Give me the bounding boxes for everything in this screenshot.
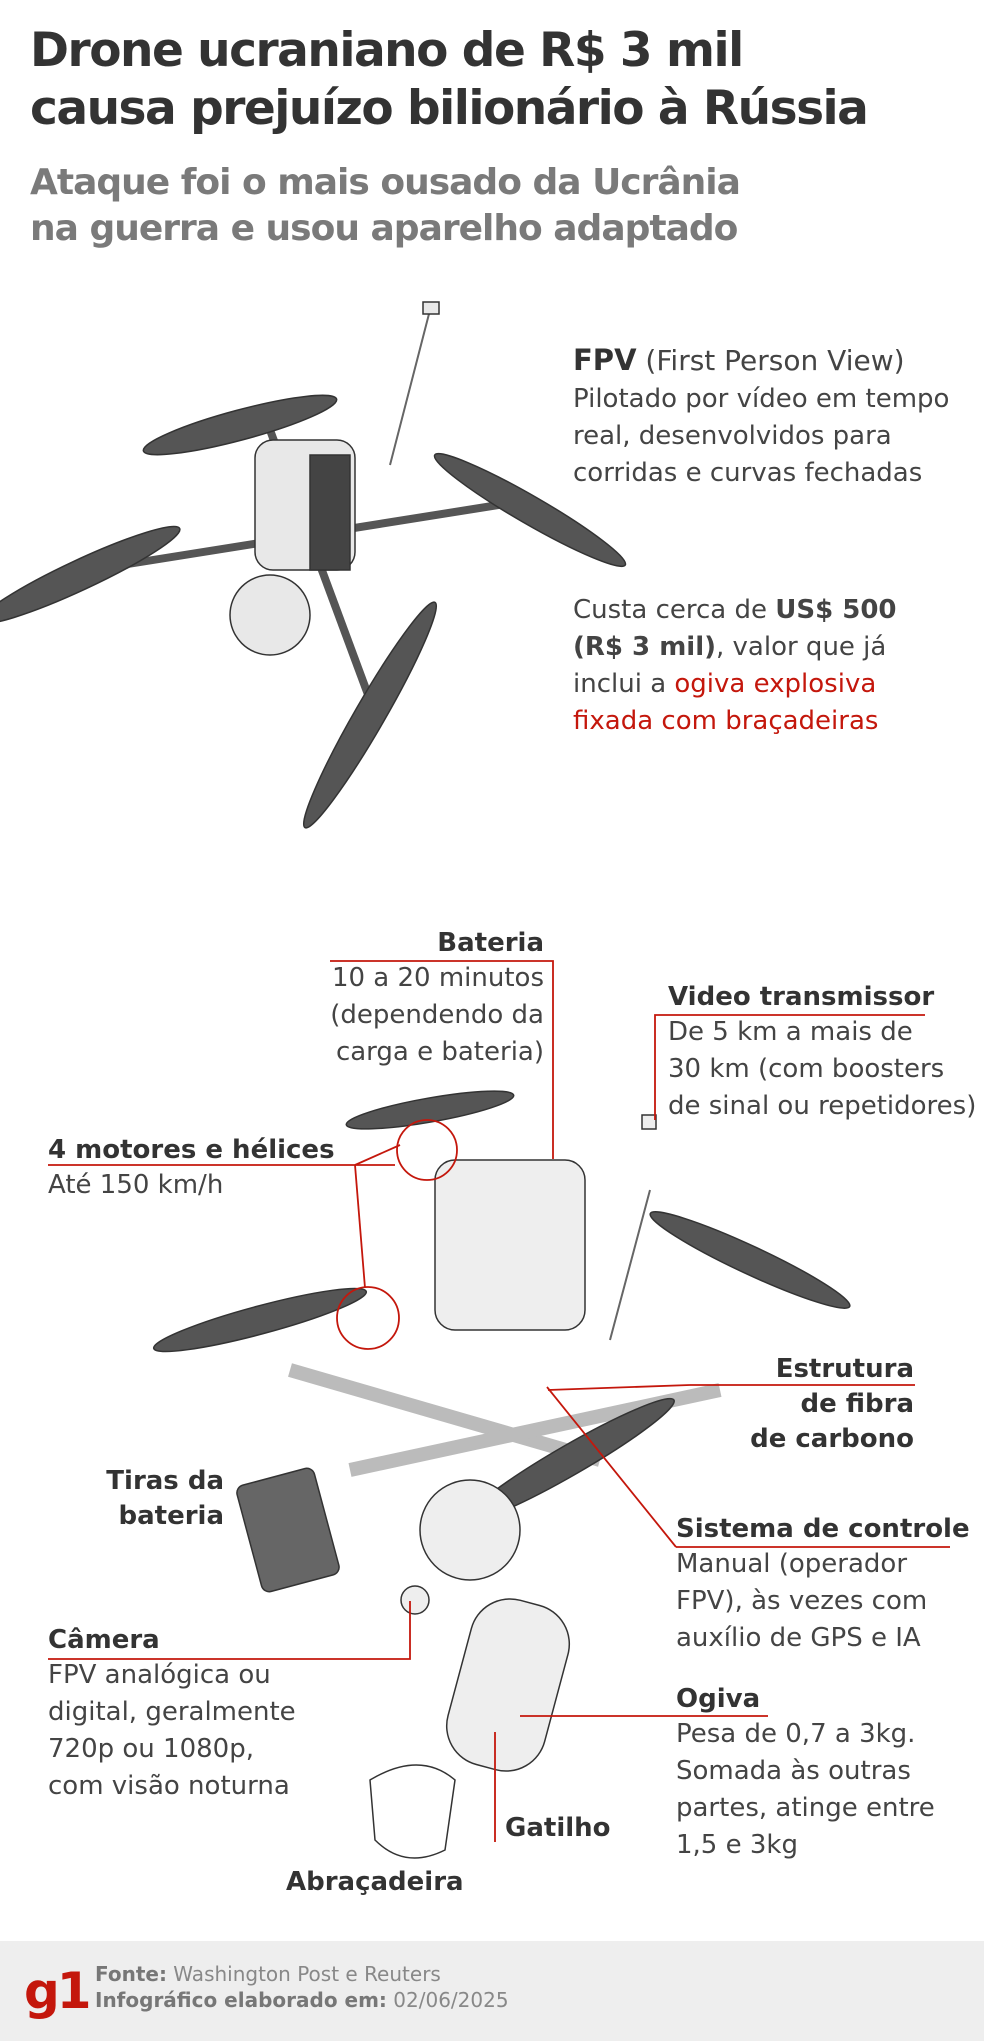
subtitle-line: na guerra e usou aparelho adaptado (30, 208, 738, 249)
title-line: causa prejuízo bilionário à Rússia (30, 81, 869, 136)
part-desc: 1,5 e 3kg (676, 1830, 798, 1860)
cost-text: inclui a (573, 669, 675, 699)
part-desc: digital, geralmente (48, 1697, 296, 1727)
label-estrutura: Estrutura de fibra de carbono (750, 1352, 914, 1457)
label-gatilho: Gatilho (505, 1813, 611, 1843)
part-title: Bateria (437, 928, 544, 958)
part-title: de carbono (750, 1424, 914, 1454)
top-drone-illustration (0, 301, 627, 829)
part-desc: (dependendo da (330, 1000, 544, 1030)
cost-brl: (R$ 3 mil) (573, 632, 716, 662)
part-desc: Pesa de 0,7 a 3kg. (676, 1719, 916, 1749)
part-desc: Até 150 km/h (48, 1170, 224, 1200)
subtitle-line: Ataque foi o mais ousado da Ucrânia (30, 162, 741, 203)
part-desc: de sinal ou repetidores) (668, 1091, 977, 1121)
part-title: Ogiva (676, 1684, 761, 1714)
part-title: Câmera (48, 1625, 160, 1655)
label-bateria: Bateria 10 a 20 minutos (dependendo da c… (330, 926, 544, 1071)
part-title: Video transmissor (668, 982, 935, 1012)
part-desc: 720p ou 1080p, (48, 1734, 254, 1764)
part-desc: com visão noturna (48, 1771, 290, 1801)
fpv-block: FPV (First Person View) Pilotado por víd… (573, 342, 949, 492)
exploded-drone-illustration (152, 1090, 851, 1859)
title-line: Drone ucraniano de R$ 3 mil (30, 23, 744, 78)
fpv-name-full: (First Person View) (636, 344, 905, 377)
label-controle: Sistema de controle Manual (operador FPV… (676, 1512, 970, 1657)
part-desc: partes, atinge entre (676, 1793, 935, 1823)
part-desc: De 5 km a mais de (668, 1017, 913, 1047)
part-desc: Manual (operador (676, 1549, 908, 1579)
part-desc: FPV analógica ou (48, 1660, 271, 1690)
label-video-transmissor: Video transmissor De 5 km a mais de 30 k… (668, 980, 976, 1125)
fpv-desc-line: real, desenvolvidos para (573, 421, 892, 451)
footer: g1 Fonte: Washington Post e Reuters Info… (0, 1941, 984, 2041)
label-abracadeira: Abraçadeira (286, 1867, 464, 1897)
source-value: Washington Post e Reuters (166, 1962, 441, 1986)
fpv-cost-block: Custa cerca de US$ 500 (R$ 3 mil), valor… (573, 592, 897, 740)
source-label: Fonte: (95, 1962, 167, 1986)
cost-text: Custa cerca de (573, 595, 776, 625)
cost-text: , valor que já (716, 632, 887, 662)
part-title: de fibra (800, 1389, 914, 1419)
part-desc: 30 km (com boosters (668, 1054, 945, 1084)
part-desc: 10 a 20 minutos (331, 963, 544, 993)
part-desc: carga e bateria) (335, 1037, 544, 1067)
label-ogiva: Ogiva Pesa de 0,7 a 3kg. Somada às outra… (676, 1682, 935, 1864)
fpv-desc-line: Pilotado por vídeo em tempo (573, 384, 950, 414)
date-label: Infográfico elaborado em: (95, 1988, 387, 2012)
page-subtitle: Ataque foi o mais ousado da Ucrânia na gu… (30, 160, 741, 252)
part-title: Estrutura (775, 1354, 914, 1384)
part-title: 4 motores e hélices (48, 1135, 335, 1165)
fpv-name: FPV (573, 343, 637, 377)
cost-usd: US$ 500 (775, 595, 897, 625)
label-motores: 4 motores e hélices Até 150 km/h (48, 1133, 335, 1204)
footer-date: Infográfico elaborado em: 02/06/2025 (95, 1987, 509, 2013)
part-desc: FPV), às vezes com (676, 1586, 928, 1616)
label-camera: Câmera FPV analógica ou digital, geralme… (48, 1623, 296, 1805)
part-title: Tiras da (106, 1466, 224, 1496)
part-title: bateria (118, 1501, 225, 1531)
cost-highlight: fixada com braçadeiras (573, 706, 879, 736)
part-desc: auxílio de GPS e IA (676, 1623, 921, 1653)
part-title: Sistema de controle (676, 1514, 970, 1544)
part-desc: Somada às outras (676, 1756, 911, 1786)
leader-lines (48, 960, 950, 1842)
drone-illustrations (0, 301, 950, 1859)
g1-logo: g1 (24, 1962, 92, 2020)
date-value: 02/06/2025 (386, 1988, 509, 2012)
footer-source: Fonte: Washington Post e Reuters (95, 1961, 441, 1987)
cost-highlight: ogiva explosiva (674, 669, 877, 699)
label-tiras: Tiras da bateria (106, 1464, 224, 1534)
fpv-desc-line: corridas e curvas fechadas (573, 458, 923, 488)
